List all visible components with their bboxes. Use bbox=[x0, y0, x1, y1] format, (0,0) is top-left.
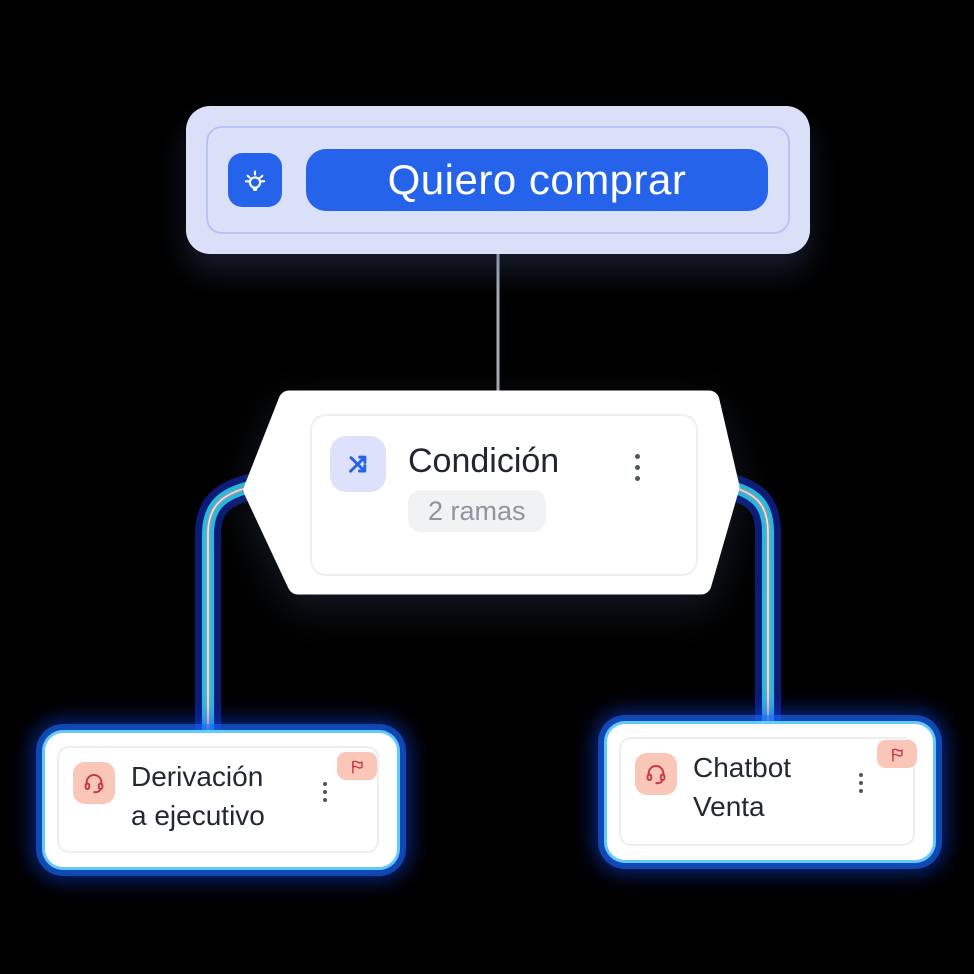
trigger-message-pill[interactable]: Quiero comprar bbox=[306, 149, 768, 211]
trigger-message-text: Quiero comprar bbox=[387, 156, 687, 203]
shuffle-icon bbox=[330, 436, 386, 492]
flag-badge bbox=[877, 740, 917, 768]
headset-icon bbox=[635, 753, 677, 795]
branches-count-badge: 2 ramas bbox=[408, 490, 546, 532]
kebab-menu-icon[interactable] bbox=[631, 450, 644, 485]
kebab-menu-icon[interactable] bbox=[855, 769, 867, 797]
lightbulb-icon bbox=[228, 153, 282, 207]
connector-right bbox=[719, 474, 781, 750]
branch-title: Chatbot Venta bbox=[693, 752, 792, 822]
branch-node-inner: Derivación a ejecutivo bbox=[57, 746, 379, 853]
branch-node-derivacion[interactable]: Derivación a ejecutivo bbox=[45, 733, 397, 867]
trigger-node[interactable]: Quiero comprar bbox=[186, 106, 810, 254]
flag-icon bbox=[889, 746, 906, 763]
condition-title: Condición bbox=[408, 442, 560, 480]
flag-icon bbox=[349, 758, 366, 775]
branch-title: Derivación a ejecutivo bbox=[131, 761, 265, 831]
condition-node[interactable]: Condición 2 ramas bbox=[310, 414, 698, 576]
connector-left bbox=[195, 474, 263, 758]
trigger-node-outline: Quiero comprar bbox=[206, 126, 790, 234]
branch-node-inner: Chatbot Venta bbox=[619, 737, 915, 846]
flag-badge bbox=[337, 752, 377, 780]
kebab-menu-icon[interactable] bbox=[319, 778, 331, 806]
branch-node-chatbot-venta[interactable]: Chatbot Venta bbox=[607, 724, 933, 860]
headset-icon bbox=[73, 762, 115, 804]
